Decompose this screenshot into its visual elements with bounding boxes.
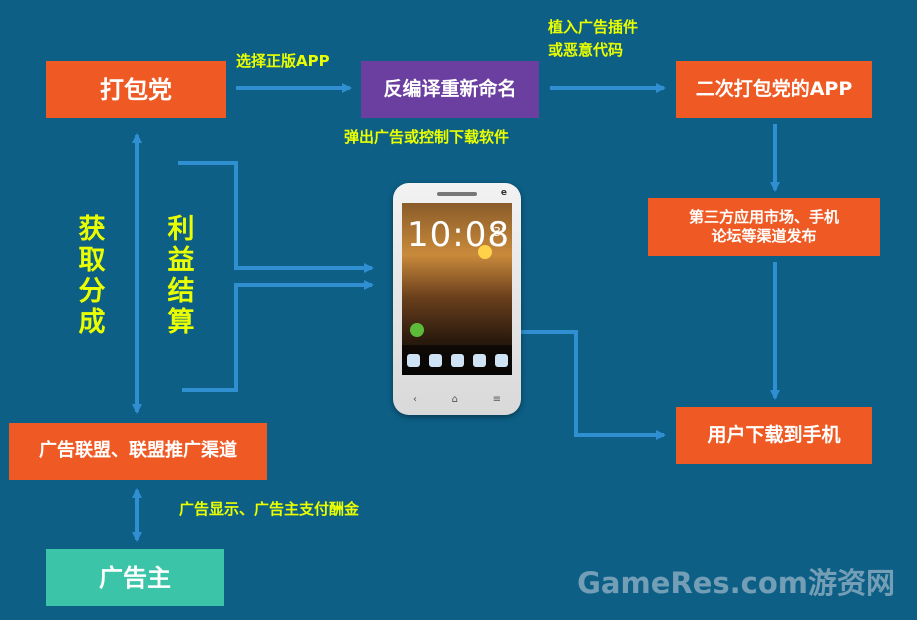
message-icon [472, 353, 486, 367]
phone-screen: 10:08 3° [402, 203, 512, 375]
edge-label-choose-app: 选择正版APP [236, 52, 330, 70]
edge-label-share: 获取分成 [78, 214, 106, 339]
weather-sun-icon [478, 245, 492, 259]
play-icon [410, 323, 424, 337]
node-dabaodang: 打包党 [46, 61, 226, 118]
phone-hardware-keys: ‹ ⌂ ≡ [413, 394, 501, 405]
camera-icon [494, 353, 508, 367]
node-ad-alliance-label: 广告联盟、联盟推广渠道 [39, 440, 237, 462]
node-decompile: 反编译重新命名 [361, 61, 539, 118]
node-dabaodang-label: 打包党 [100, 75, 172, 104]
edge-label-settle: 利益结算 [167, 214, 195, 339]
node-second-app-label: 二次打包党的APP [695, 77, 853, 100]
node-user-download: 用户下载到手机 [676, 407, 872, 464]
edge-label-popup: 弹出广告或控制下载软件 [344, 128, 510, 146]
apps-grid-icon [450, 353, 464, 367]
arrow-phone-to-user [521, 330, 666, 440]
phone-dock [402, 345, 512, 375]
node-third-party: 第三方应用市场、手机论坛等渠道发布 [648, 198, 880, 256]
node-ad-alliance: 广告联盟、联盟推广渠道 [9, 423, 267, 480]
node-advertiser-label: 广告主 [99, 563, 171, 592]
node-user-download-label: 用户下载到手机 [707, 423, 841, 446]
edge-label-implant: 植入广告插件 或恶意代码 [548, 18, 639, 60]
menu-icon: ≡ [492, 394, 501, 405]
phone-temperature: 3° [493, 225, 507, 239]
phone-brand-logo: e [500, 188, 507, 198]
node-advertiser: 广告主 [46, 549, 224, 606]
arrow-settle-upper [178, 161, 374, 273]
phone-speaker [437, 192, 477, 196]
node-decompile-label: 反编译重新命名 [383, 77, 517, 100]
node-third-party-label: 第三方应用市场、手机论坛等渠道发布 [688, 208, 839, 245]
back-icon: ‹ [413, 394, 417, 405]
phone-clock: 10:08 [407, 215, 510, 255]
mail-icon [428, 353, 442, 367]
phone-call-icon [406, 353, 420, 367]
node-second-app: 二次打包党的APP [676, 61, 872, 118]
smartphone-image: e 10:08 3° ‹ ⌂ ≡ [393, 183, 521, 415]
arrow-settle-lower [182, 280, 374, 392]
edge-label-ad-display: 广告显示、广告主支付酬金 [179, 500, 360, 518]
watermark-logo: GameRes.com游资网 [577, 566, 895, 600]
home-icon: ⌂ [451, 394, 458, 405]
